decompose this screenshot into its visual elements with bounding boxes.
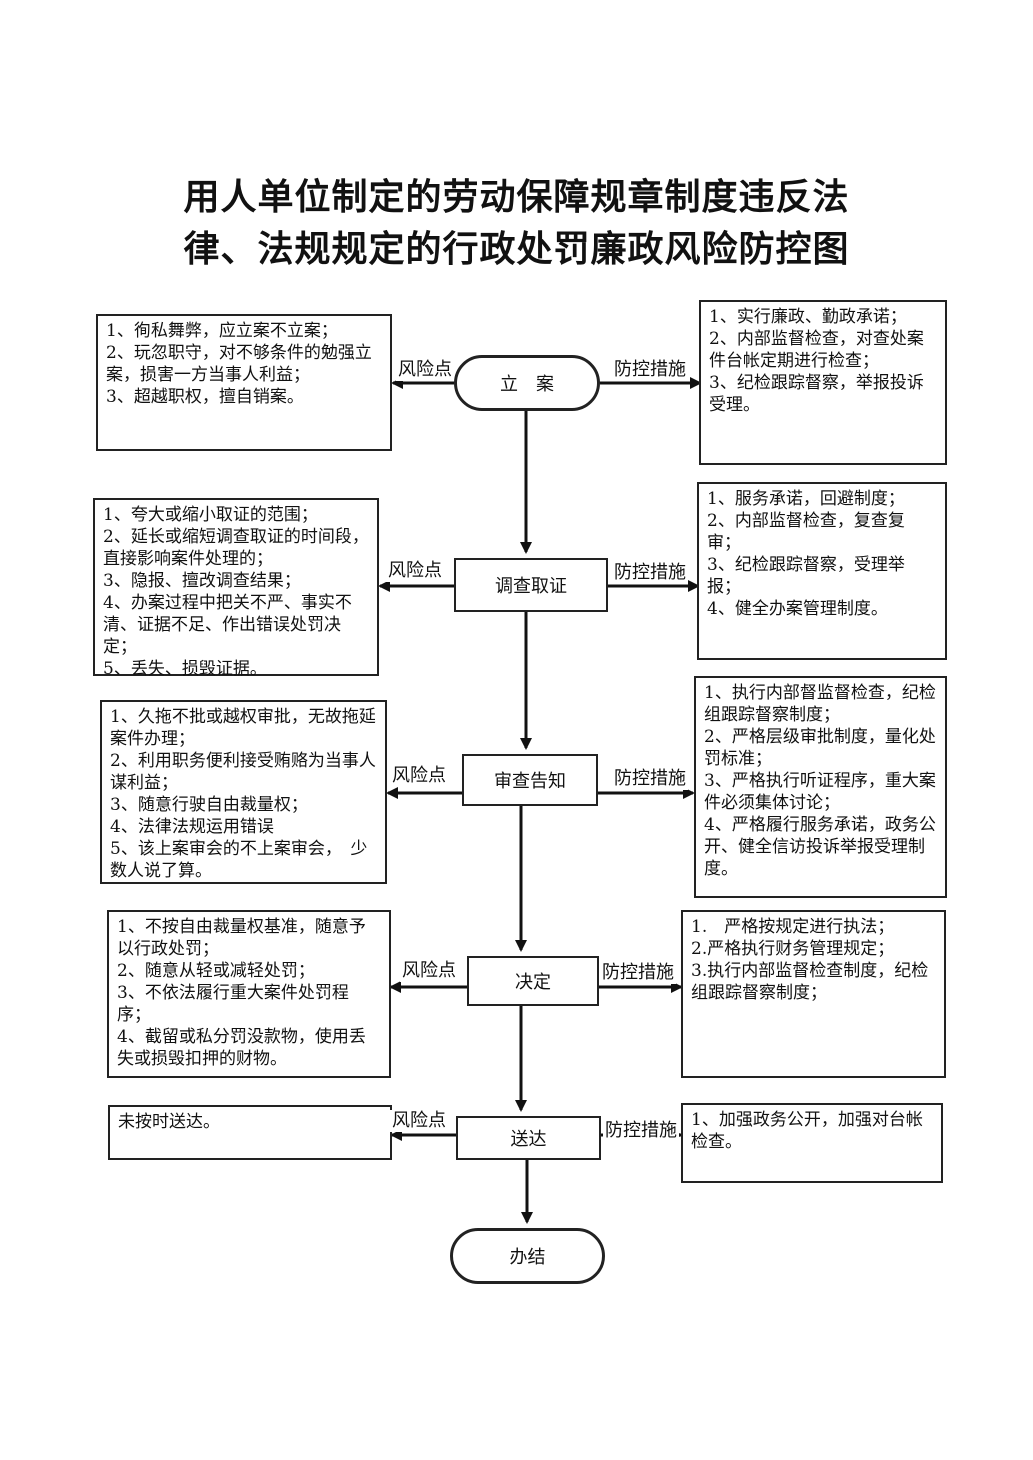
risk-item: 3、超越职权，擅自销案。 [106, 387, 304, 407]
risk-item: 4、截留或私分罚没款物，使用丢失或损毁扣押的财物。 [117, 1027, 366, 1069]
risk-label-3: 风险点 [390, 765, 448, 787]
risk-item: 4、法律法规运用错误 [110, 817, 274, 837]
step-node-3: 审查告知 [462, 754, 598, 806]
risk-item: 1、夸大或缩小取证的范围； [103, 505, 318, 525]
risk-item: 5、丢失、损毁证据。 [103, 659, 267, 679]
risk-label-5: 风险点 [390, 1110, 448, 1132]
risk-label-1: 风险点 [396, 359, 454, 381]
risk-item: 4、办案过程中把关不严、事实不清、证据不足、作出错误处罚决定； [103, 593, 352, 657]
control-label-2: 防控措施 [612, 562, 688, 584]
control-label-1: 防控措施 [612, 359, 688, 381]
risk-item: 1、不按自由裁量权基准，随意予以行政处罚； [117, 917, 366, 959]
control-box-2: 1、服务承诺，回避制度； 2、内部监督检查，复查复审； 3、纪检跟踪督察，受理举… [697, 482, 947, 660]
risk-item: 未按时送达。 [118, 1112, 220, 1132]
control-item: 2、内部监督检查，复查复审； [707, 511, 905, 553]
control-item: 1、加强政务公开，加强对台帐检查。 [691, 1110, 923, 1152]
end-node: 办结 [450, 1228, 605, 1284]
control-item: 1、实行廉政、勤政承诺； [709, 307, 907, 327]
risk-item: 1、徇私舞弊，应立案不立案； [106, 321, 338, 341]
control-box-5: 1、加强政务公开，加强对台帐检查。 [681, 1103, 943, 1183]
risk-box-2: 1、夸大或缩小取证的范围； 2、延长或缩短调查取证的时间段，直接影响案件处理的；… [93, 498, 379, 679]
risk-label-2: 风险点 [386, 560, 444, 582]
control-item: 3、纪检跟踪督察，受理举报； [707, 555, 905, 597]
step-node-5: 送达 [456, 1116, 601, 1160]
control-box-3: 1、执行内部督监督检查，纪检组跟踪督察制度； 2、严格层级审批制度，量化处罚标准… [694, 676, 947, 898]
control-item: 2.严格执行财务管理规定； [691, 939, 895, 959]
risk-box-3: 1、久拖不批或越权审批，无故拖延案件办理； 2、利用职务便利接受贿赂为当事人谋利… [100, 700, 387, 884]
control-item: 3、纪检跟踪督察，举报投诉受理。 [709, 373, 924, 415]
step-node-4: 决定 [467, 956, 599, 1006]
control-item: 1、执行内部督监督检查，纪检组跟踪督察制度； [704, 683, 936, 725]
control-item: 4、健全办案管理制度。 [707, 599, 888, 619]
control-label-5: 防控措施 [603, 1120, 679, 1142]
control-item: 4、严格履行服务承诺，政务公开、健全信访投诉举报受理制度。 [704, 815, 936, 879]
risk-item: 2、利用职务便利接受贿赂为当事人谋利益； [110, 751, 376, 793]
risk-item: 2、延长或缩短调查取证的时间段，直接影响案件处理的； [103, 527, 369, 569]
control-item: 2、严格层级审批制度，量化处罚标准； [704, 727, 936, 769]
risk-box-1: 1、徇私舞弊，应立案不立案； 2、玩忽职守，对不够条件的勉强立案，损害一方当事人… [96, 314, 392, 451]
page-title-line1: 用人单位制定的劳动保障规章制度违反法 [183, 177, 850, 218]
risk-box-5: 未按时送达。 [108, 1105, 392, 1160]
control-item: 2、内部监督检查，对查处案件台帐定期进行检查； [709, 329, 924, 371]
control-item: 1、服务承诺，回避制度； [707, 489, 905, 509]
risk-item: 2、玩忽职守，对不够条件的勉强立案，损害一方当事人利益； [106, 343, 372, 385]
risk-item: 3、随意行驶自由裁量权； [110, 795, 308, 815]
page-title-line2: 律、法规规定的行政处罚廉政风险防控图 [183, 229, 850, 270]
control-label-4: 防控措施 [600, 962, 676, 984]
control-box-4: 1. 严格按规定进行执法； 2.严格执行财务管理规定； 3.执行内部监督检查制度… [681, 910, 946, 1078]
risk-item: 3、隐报、擅改调查结果； [103, 571, 301, 591]
risk-item: 1、久拖不批或越权审批，无故拖延案件办理； [110, 707, 376, 749]
control-item: 1. 严格按规定进行执法； [691, 917, 895, 937]
control-item: 3、严格执行听证程序，重大案件必须集体讨论； [704, 771, 936, 813]
risk-box-4: 1、不按自由裁量权基准，随意予以行政处罚； 2、随意从轻或减轻处罚； 3、不依法… [107, 910, 391, 1078]
risk-item: 2、随意从轻或减轻处罚； [117, 961, 315, 981]
risk-item: 5、该上案审会的不上案审会， 少数人说了算。 [110, 839, 368, 881]
control-box-1: 1、实行廉政、勤政承诺； 2、内部监督检查，对查处案件台帐定期进行检查； 3、纪… [699, 300, 947, 465]
step-node-2: 调查取证 [454, 558, 608, 612]
step-node-1: 立 案 [454, 355, 600, 411]
risk-item: 3、不依法履行重大案件处罚程序； [117, 983, 349, 1025]
control-item: 3.执行内部监督检查制度，纪检组跟踪督察制度； [691, 961, 929, 1003]
control-label-3: 防控措施 [612, 768, 688, 790]
risk-label-4: 风险点 [400, 960, 458, 982]
